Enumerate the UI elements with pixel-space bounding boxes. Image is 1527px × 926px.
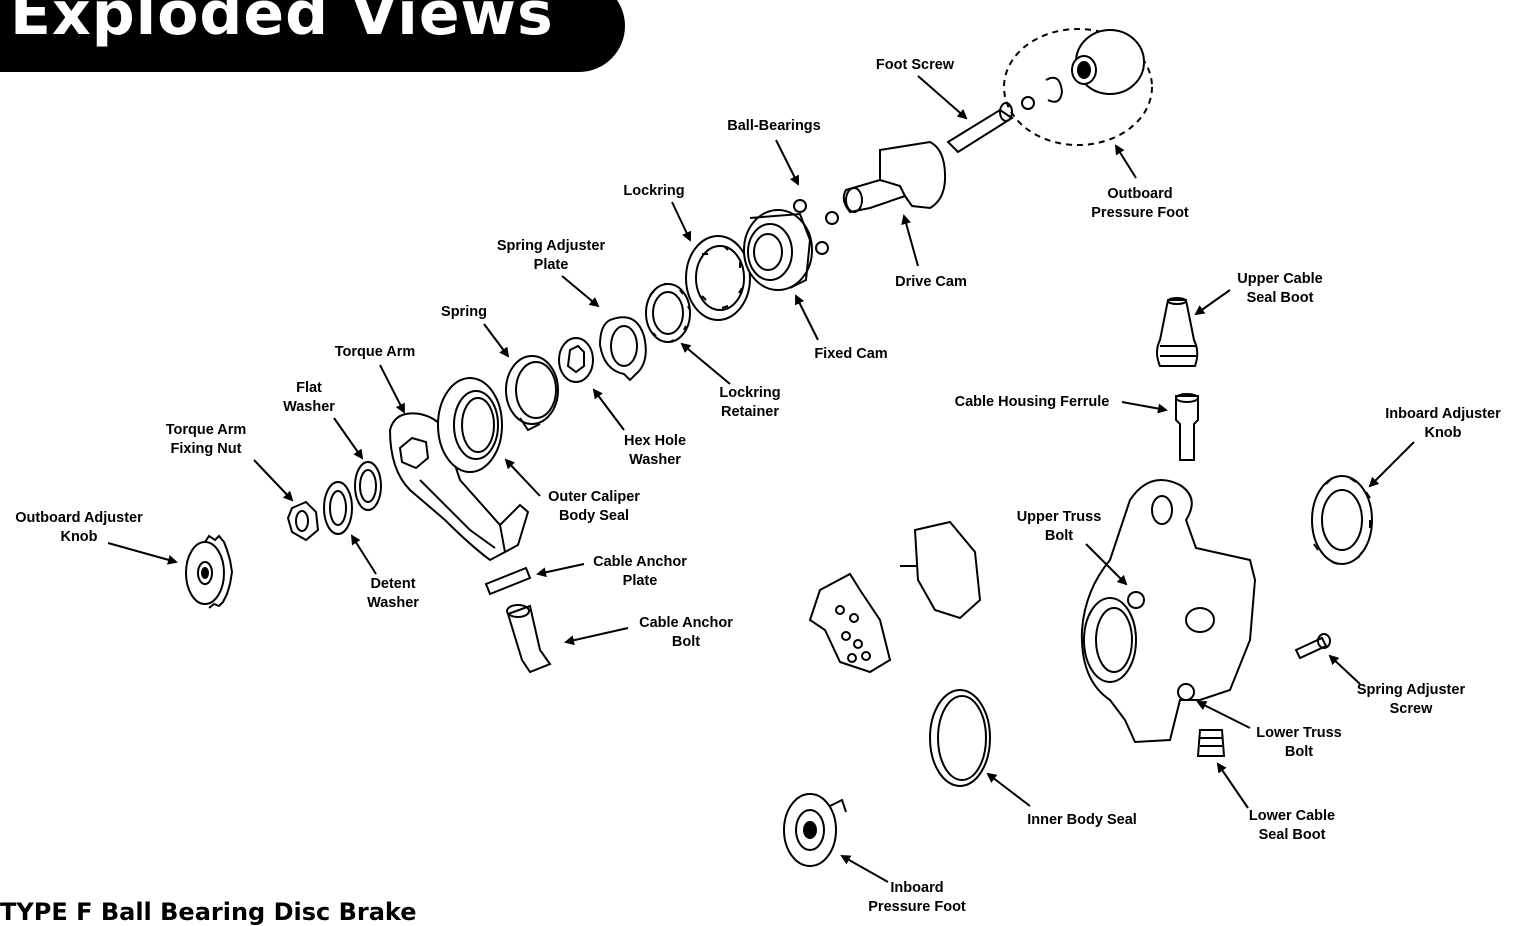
arrow-drive-cam xyxy=(901,214,919,267)
label-torque-arm-fixing-nut: Torque Arm Fixing Nut xyxy=(165,422,247,457)
label-outer-caliper-body-seal: Outer Caliper Body Seal xyxy=(548,489,640,524)
lockring-part xyxy=(685,235,751,321)
diagram-subtitle: TYPE F Ball Bearing Disc Brake xyxy=(0,898,417,926)
arrow-outboard-pressure-foot xyxy=(1114,144,1137,179)
label-ball-bearings: Ball-Bearings xyxy=(727,118,821,134)
arrow-inboard-pressure-foot xyxy=(840,855,889,883)
label-foot-screw: Foot Screw xyxy=(875,57,955,73)
spring-adjuster-screw-part xyxy=(1294,633,1331,660)
label-cable-housing-ferrule: Cable Housing Ferrule xyxy=(954,394,1110,410)
detent-washer-part xyxy=(323,481,353,535)
label-fixed-cam: Fixed Cam xyxy=(814,346,888,362)
arrow-detent-washer xyxy=(350,534,377,575)
arrow-foot-screw xyxy=(917,75,968,120)
label-hex-hole-washer: Hex Hole Washer xyxy=(623,433,687,468)
arrow-outer-caliper-body-seal xyxy=(504,458,541,497)
label-lower-truss-bolt: Lower Truss Bolt xyxy=(1256,725,1342,760)
arrow-spring-adjuster-screw xyxy=(1328,654,1361,685)
arrow-upper-cable-seal-boot xyxy=(1194,289,1231,316)
label-lockring: Lockring xyxy=(623,183,685,199)
arrow-torque-arm-fixing-nut xyxy=(253,459,294,502)
label-detent-washer: Detent Washer xyxy=(367,576,419,611)
arrow-outboard-adjuster-knob xyxy=(107,542,178,565)
arrow-inner-body-seal xyxy=(986,772,1031,807)
arrow-lower-cable-seal-boot xyxy=(1216,762,1249,809)
spring-adjuster-plate-part xyxy=(598,316,647,382)
label-spring: Spring xyxy=(441,304,487,320)
outboard-pressure-foot-part xyxy=(1003,28,1153,146)
drive-cam-part xyxy=(842,140,947,214)
arrow-cable-housing-ferrule xyxy=(1121,401,1168,414)
arrow-lockring-retainer xyxy=(680,342,731,385)
label-inboard-adjuster-knob: Inboard Adjuster Knob xyxy=(1385,406,1501,441)
arrow-cable-anchor-bolt xyxy=(564,627,629,646)
arrow-spring-adjuster-plate xyxy=(561,275,600,308)
inner-body-seal-part xyxy=(929,689,991,787)
label-flat-washer: Flat Washer xyxy=(283,380,335,415)
torque-arm-part xyxy=(388,412,530,562)
label-inboard-pressure-foot: Inboard Pressure Foot xyxy=(868,880,966,915)
arrow-upper-truss-bolt xyxy=(1085,543,1128,586)
torque-arm-fixing-nut-part xyxy=(286,500,320,542)
lockring-retainer-part xyxy=(645,283,691,343)
arrow-lower-truss-bolt xyxy=(1196,701,1251,729)
ball-bearings-part xyxy=(793,199,839,255)
arrow-hex-hole-washer xyxy=(592,388,625,431)
label-spring-adjuster-plate: Spring Adjuster Plate xyxy=(496,238,606,273)
caliper-body-part xyxy=(1080,479,1257,744)
label-upper-truss-bolt: Upper Truss Bolt xyxy=(1016,509,1102,544)
cable-anchor-plate-part xyxy=(484,566,532,596)
arrow-fixed-cam xyxy=(795,294,819,341)
title-banner: Exploded Views xyxy=(0,0,625,72)
flat-washer-part xyxy=(354,461,382,511)
outboard-adjuster-knob-part xyxy=(185,534,234,609)
inboard-adjuster-knob-part xyxy=(1311,475,1373,565)
label-cable-anchor-plate: Cable Anchor Plate xyxy=(593,554,687,589)
outer-caliper-body-seal-part xyxy=(437,377,503,473)
upper-cable-seal-boot-part xyxy=(1156,297,1199,367)
label-lockring-retainer: Lockring Retainer xyxy=(719,385,781,420)
label-inner-body-seal: Inner Body Seal xyxy=(1027,812,1137,828)
label-outboard-pressure-foot: Outboard Pressure Foot xyxy=(1091,186,1189,221)
label-outboard-adjuster-knob: Outboard Adjuster Knob xyxy=(15,510,143,545)
arrow-inboard-adjuster-knob xyxy=(1368,441,1415,488)
label-spring-adjuster-screw: Spring Adjuster Screw xyxy=(1356,682,1466,717)
arrow-spring xyxy=(483,323,510,358)
page-title: Exploded Views xyxy=(10,0,554,49)
label-upper-cable-seal-boot: Upper Cable Seal Boot xyxy=(1237,271,1323,306)
arrow-ball-bearings xyxy=(775,139,799,186)
arrow-cable-anchor-plate xyxy=(536,563,585,578)
label-lower-cable-seal-boot: Lower Cable Seal Boot xyxy=(1248,808,1336,843)
brake-pads-part xyxy=(808,520,982,674)
arrow-lockring xyxy=(671,201,692,242)
label-drive-cam: Drive Cam xyxy=(895,274,967,290)
cable-anchor-bolt-part xyxy=(506,604,552,674)
arrow-torque-arm xyxy=(379,364,405,414)
lower-cable-seal-boot-part xyxy=(1196,729,1226,757)
spring-part xyxy=(505,355,559,432)
label-cable-anchor-bolt: Cable Anchor Bolt xyxy=(639,615,733,650)
inboard-pressure-foot-part xyxy=(783,793,847,867)
label-torque-arm: Torque Arm xyxy=(334,344,416,360)
fixed-cam-part xyxy=(743,209,813,291)
arrow-flat-washer xyxy=(333,417,364,460)
cable-housing-ferrule-part xyxy=(1175,393,1199,461)
hex-hole-washer-part xyxy=(558,337,594,383)
